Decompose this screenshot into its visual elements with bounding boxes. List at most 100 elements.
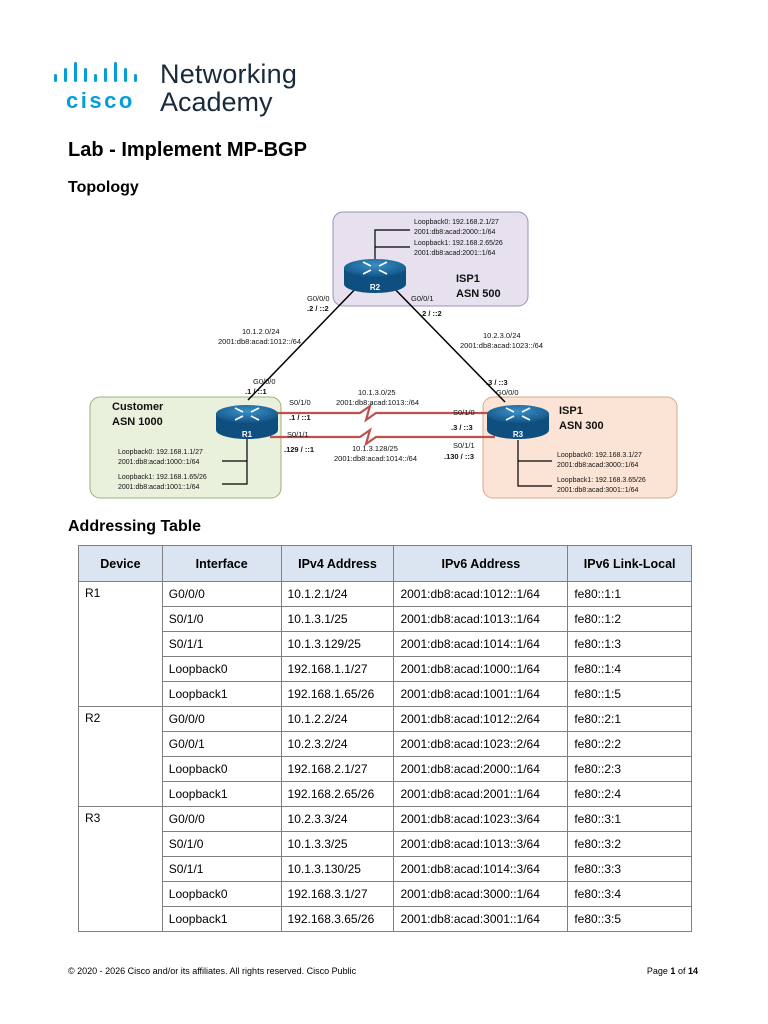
ipv6-cell: 2001:db8:acad:1023::2/64 — [393, 731, 569, 757]
r2-g001-label: G0/0/1 — [411, 294, 434, 303]
ipv6-cell: 2001:db8:acad:1000::1/64 — [393, 656, 569, 682]
ipv4-cell: 10.2.3.2/24 — [280, 731, 395, 757]
device-cell: R3 — [78, 806, 163, 932]
col-header-link-local: IPv6 Link-Local — [567, 545, 692, 582]
link-local-cell: fe80::1:5 — [567, 681, 692, 707]
lab-title: Lab - Implement MP-BGP — [68, 139, 307, 161]
ipv4-cell: 192.168.3.1/27 — [280, 881, 395, 907]
r1-lo0-v4: Loopback0: 192.168.1.1/27 — [118, 449, 203, 456]
r3-s010-addr: .3 / ::3 — [451, 423, 473, 432]
ipv6-cell: 2001:db8:acad:1014::1/64 — [393, 631, 569, 657]
interface-cell: Loopback0 — [161, 656, 282, 682]
footer-page-number: Page 1 of 14 — [647, 966, 698, 976]
link-local-cell: fe80::3:1 — [567, 806, 692, 832]
r2-g000-label: G0/0/0 — [307, 294, 330, 303]
r1-lo1-v6: 2001:db8:acad:1001::1/64 — [118, 484, 199, 491]
logo-networking-text: Networking — [160, 59, 298, 89]
ipv4-cell: 192.168.3.65/26 — [280, 906, 395, 932]
cisco-networking-academy-logo: Networking cisco Academy — [52, 56, 312, 118]
r2-asn-label: ASN 500 — [456, 288, 501, 300]
r1-g000-label: G0/0/0 — [253, 377, 276, 386]
ipv4-cell: 10.2.3.3/24 — [280, 806, 395, 832]
ipv6-cell: 2001:db8:acad:2000::1/64 — [393, 756, 569, 782]
r1r2-v4-label: 10.1.2.0/24 — [242, 327, 280, 336]
cisco-bars-icon — [54, 62, 137, 82]
r1r2-v6-label: 2001:db8:acad:1012::/64 — [218, 337, 301, 346]
ipv6-cell: 2001:db8:acad:1001::1/64 — [393, 681, 569, 707]
device-cell: R2 — [78, 706, 163, 807]
link-local-cell: fe80::3:4 — [567, 881, 692, 907]
r3-g000-addr: .3 / ::3 — [486, 378, 508, 387]
r2-g001-addr: .2 / ::2 — [420, 309, 442, 318]
link-r1-r2 — [247, 281, 363, 401]
serial1-v4-label: 10.1.3.0/25 — [358, 388, 396, 397]
r3-lo1-v4: Loopback1: 192.168.3.65/26 — [557, 477, 646, 484]
ipv4-cell: 192.168.2.1/27 — [280, 756, 395, 782]
router-r2-icon: R2 — [344, 259, 406, 293]
r2r3-v6-label: 2001:db8:acad:1023::/64 — [460, 341, 543, 350]
ipv6-cell: 2001:db8:acad:1023::3/64 — [393, 806, 569, 832]
interface-cell: Loopback1 — [161, 681, 282, 707]
col-header-device: Device — [78, 545, 163, 582]
r1-loopback-stub — [222, 438, 248, 485]
link-local-cell: fe80::2:1 — [567, 706, 692, 732]
r2-g000-addr: .2 / ::2 — [307, 304, 329, 313]
logo-academy-text: Academy — [160, 87, 273, 117]
r3-s010-label: S0/1/0 — [453, 408, 475, 417]
router-r3-icon: R3 — [487, 405, 549, 439]
link-r2-r3 — [387, 281, 506, 403]
addressing-table: Device Interface IPv4 Address IPv6 Addre… — [78, 545, 692, 932]
r2-lo1-v4: Loopback1: 192.168.2.65/26 — [414, 240, 503, 247]
page-prefix: Page — [646, 966, 668, 976]
ipv4-cell: 192.168.2.65/26 — [280, 781, 395, 807]
r1-asn-label: ASN 1000 — [112, 416, 163, 428]
ipv4-cell: 10.1.3.3/25 — [280, 831, 395, 857]
link-local-cell: fe80::3:2 — [567, 831, 692, 857]
interface-cell: Loopback0 — [161, 881, 282, 907]
ipv4-cell: 10.1.2.1/24 — [280, 581, 395, 607]
r3-lo0-v4: Loopback0: 192.168.3.1/27 — [557, 452, 642, 459]
serial2-v6-label: 2001:db8:acad:1014::/64 — [334, 454, 417, 463]
r2-org-label: ISP1 — [456, 273, 480, 285]
r2-lo0-v4: Loopback0: 192.168.2.1/27 — [414, 219, 499, 226]
page-total: 14 — [687, 966, 698, 976]
r1-lo1-v4: Loopback1: 192.168.1.65/26 — [118, 474, 207, 481]
ipv6-cell: 2001:db8:acad:1014::3/64 — [393, 856, 569, 882]
col-header-ipv6: IPv6 Address — [393, 545, 569, 582]
r1-s010-label: S0/1/0 — [289, 398, 311, 407]
r1-g000-addr: .1 / ::1 — [245, 387, 267, 396]
logo-cisco-wordmark: cisco — [66, 88, 135, 113]
r1-org-label: Customer — [112, 401, 164, 413]
interface-cell: G0/0/0 — [161, 581, 282, 607]
ipv6-cell: 2001:db8:acad:3000::1/64 — [393, 881, 569, 907]
ipv6-cell: 2001:db8:acad:1013::1/64 — [393, 606, 569, 632]
ipv4-cell: 10.1.2.2/24 — [280, 706, 395, 732]
addressing-heading: Addressing Table — [68, 518, 202, 535]
link-local-cell: fe80::1:3 — [567, 631, 692, 657]
ipv6-cell: 2001:db8:acad:3001::1/64 — [393, 906, 569, 932]
link-local-cell: fe80::1:1 — [567, 581, 692, 607]
topology-heading: Topology — [68, 179, 139, 196]
ipv4-cell: 10.1.3.129/25 — [280, 631, 395, 657]
interface-cell: S0/1/0 — [161, 831, 282, 857]
interface-cell: Loopback1 — [161, 781, 282, 807]
ipv4-cell: 10.1.3.1/25 — [280, 606, 395, 632]
col-header-interface: Interface — [161, 545, 282, 582]
interface-cell: S0/1/1 — [161, 631, 282, 657]
r2r3-v4-label: 10.2.3.0/24 — [483, 331, 521, 340]
link-local-cell: fe80::3:3 — [567, 856, 692, 882]
ipv4-cell: 10.1.3.130/25 — [280, 856, 395, 882]
interface-cell: S0/1/1 — [161, 856, 282, 882]
router-r1-label: R1 — [242, 430, 253, 439]
serial2-v4-label: 10.1.3.128/25 — [352, 444, 398, 453]
